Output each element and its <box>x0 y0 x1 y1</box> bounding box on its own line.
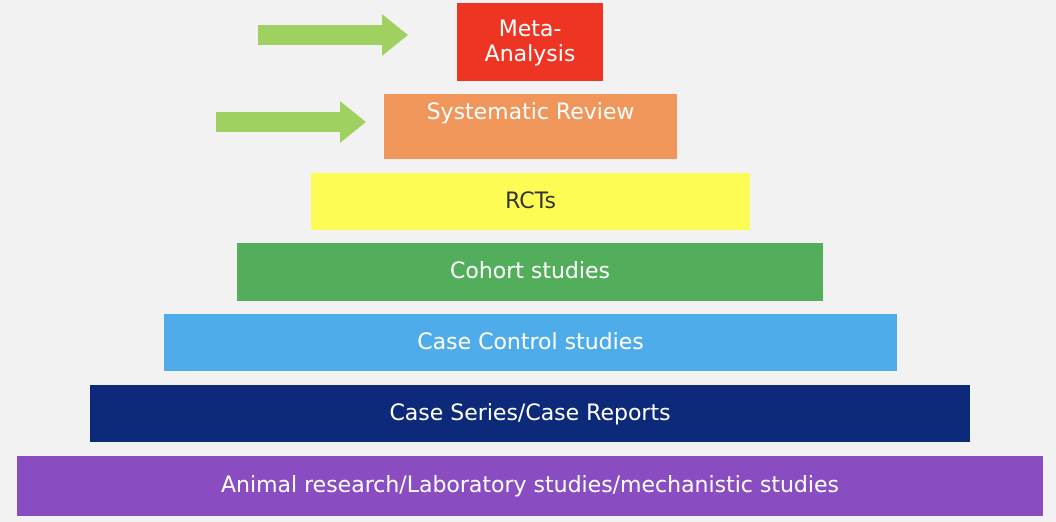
arrow-shape <box>258 14 408 56</box>
tier-label: Systematic Review <box>426 100 635 125</box>
tier-label: Meta- Analysis <box>484 16 576 67</box>
tier-case-control-studies: Case Control studies <box>164 314 897 371</box>
arrow-shape <box>216 101 366 143</box>
arrow-systematic-review-icon <box>216 101 366 143</box>
tier-cohort-studies: Cohort studies <box>237 243 823 301</box>
tier-systematic-review: Systematic Review <box>384 94 677 159</box>
tier-animal-laboratory-mechanistic: Animal research/Laboratory studies/mecha… <box>17 456 1043 516</box>
tier-label: Animal research/Laboratory studies/mecha… <box>221 473 839 499</box>
tier-case-series-case-reports: Case Series/Case Reports <box>90 385 970 442</box>
tier-meta-analysis: Meta- Analysis <box>457 3 603 81</box>
tier-label: Case Series/Case Reports <box>389 400 671 426</box>
tier-label: RCTs <box>505 188 556 214</box>
tier-rcts: RCTs <box>311 173 750 230</box>
arrow-meta-analysis-icon <box>258 14 408 56</box>
tier-label: Case Control studies <box>417 329 644 355</box>
tier-label: Cohort studies <box>450 259 610 285</box>
